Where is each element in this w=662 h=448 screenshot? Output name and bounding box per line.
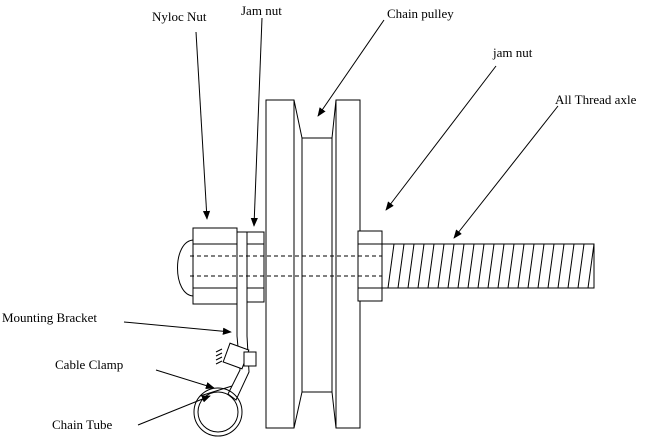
- thread-line: [447, 243, 455, 289]
- thread-line: [497, 243, 505, 289]
- label-chain-pulley: Chain pulley: [387, 6, 454, 21]
- thread-line: [407, 243, 415, 289]
- thread-line: [437, 243, 445, 289]
- chain-tube: [193, 385, 243, 437]
- label-chain-tube: Chain Tube: [52, 417, 113, 432]
- thread-line: [567, 243, 575, 289]
- cable-clamp: [215, 342, 257, 370]
- axle-hidden-lines: [190, 255, 382, 277]
- axle-threads: [387, 243, 595, 289]
- thread-line: [577, 243, 585, 289]
- thread-line: [457, 243, 465, 289]
- label-cable-clamp: Cable Clamp: [55, 357, 123, 372]
- thread-line: [487, 243, 495, 289]
- thread-line: [387, 243, 395, 289]
- all-thread-axle: [381, 243, 595, 289]
- label-jam-nut-left: Jam nut: [241, 3, 282, 18]
- thread-line: [397, 243, 405, 289]
- left-jam-nut: [246, 231, 265, 303]
- thread-line: [527, 243, 535, 289]
- thread-line: [507, 243, 515, 289]
- thread-line: [517, 243, 525, 289]
- thread-line: [417, 243, 425, 289]
- thread-line: [477, 243, 485, 289]
- chain-pulley: [265, 99, 361, 429]
- label-nyloc-nut: Nyloc Nut: [152, 9, 207, 24]
- thread-line: [467, 243, 475, 289]
- right-jam-nut: [357, 230, 383, 302]
- thread-line: [557, 243, 565, 289]
- label-all-thread-axle: All Thread axle: [555, 92, 637, 107]
- label-jam-nut-right: jam nut: [492, 45, 533, 60]
- nyloc-nut: [177, 227, 238, 305]
- label-mounting-bracket: Mounting Bracket: [2, 310, 97, 325]
- leader-lines: [123, 17, 559, 426]
- thread-line: [587, 243, 595, 289]
- thread-line: [547, 243, 555, 289]
- thread-line: [427, 243, 435, 289]
- thread-line: [537, 243, 545, 289]
